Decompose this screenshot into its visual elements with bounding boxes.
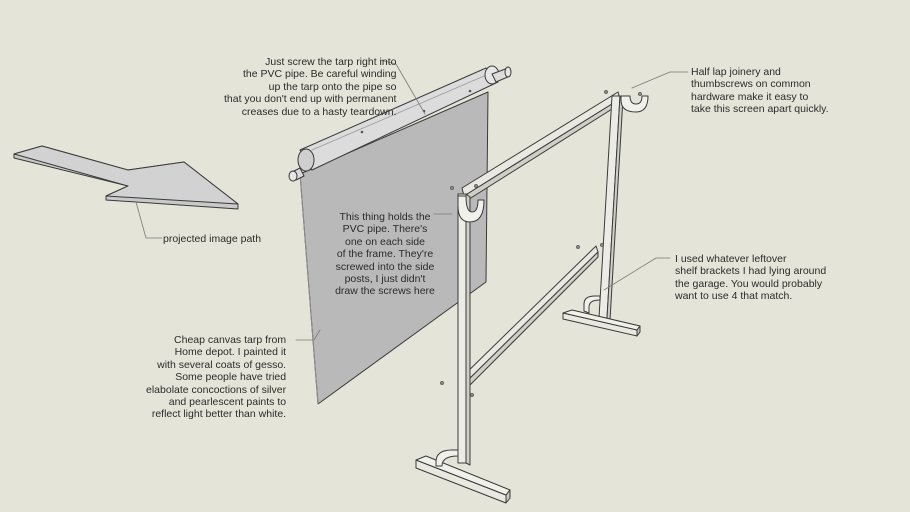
left-post <box>457 193 471 466</box>
pvc-pipe-note-line: Just screw the tarp right into <box>265 56 397 68</box>
tarp-note-line: and pearlescent paints to <box>168 396 287 409</box>
holder-note-line: posts, I just didn't <box>344 273 426 286</box>
right-pipe-holder <box>620 95 649 113</box>
tarp-note: Cheap canvas tarp from Home depot. I pai… <box>146 334 286 421</box>
tarp-note-line: Some people have tried <box>175 371 287 384</box>
left-pipe-holder <box>457 195 485 223</box>
right-shelf-bracket <box>583 295 601 314</box>
leader-lines <box>135 59 689 341</box>
pvc-pipe-note-line: up the tarp onto the pipe so <box>268 80 397 93</box>
tarp-note-line: with several coats of gesso. <box>157 358 287 371</box>
canvas-tarp <box>299 91 489 405</box>
projected-path-label-text: projected image path <box>163 233 262 245</box>
leader-half-lap <box>631 71 689 89</box>
bracket-note: I used whatever leftover shelf brackets … <box>675 253 826 303</box>
projected-image-arrow <box>13 145 239 210</box>
pvc-pipe-note: Just screw the tarp right into the PVC p… <box>224 56 396 118</box>
half-lap-note-line: hardware make it easy to <box>691 90 809 103</box>
bracket-note-line: I used whatever leftover <box>675 253 787 265</box>
leader-bracket <box>603 257 671 291</box>
bracket-note-line: want to use 4 that match. <box>675 290 793 303</box>
tarp-note-line: reflect light better than white. <box>151 408 287 421</box>
holder-note-line: one on each side <box>345 235 425 248</box>
holder-note-line: screwed into the side <box>335 260 435 273</box>
leader-projected-path <box>135 201 163 239</box>
tarp-note-line: elabolate concoctions of silver <box>146 383 287 396</box>
thumbscrews <box>440 90 642 397</box>
bracket-note-line: the garage. You would probably <box>675 277 823 290</box>
holder-note-line: draw the screws here <box>335 285 435 298</box>
half-lap-note-line: take this screen apart quickly. <box>691 103 829 116</box>
pvc-pipe-note-line: that you don't end up with permanent <box>224 93 397 106</box>
pipe-screws <box>360 89 472 134</box>
holder-note-line: of the frame. They're <box>336 248 434 261</box>
bracket-note-line: shelf brackets I had lying around <box>675 265 827 278</box>
pvc-pipe-note-line: creases due to a hasty teardown. <box>241 105 397 118</box>
half-lap-note-line: thumbscrews on common <box>691 78 811 91</box>
right-post <box>598 95 624 321</box>
leader-tarp <box>295 329 321 341</box>
leader-pvc-pipe <box>379 59 426 115</box>
pvc-pipe-roll <box>288 65 512 182</box>
pvc-pipe-note-line: the PVC pipe. Be careful winding <box>242 68 397 81</box>
right-foot <box>562 309 641 337</box>
holder-note-line: PVC pipe. There's <box>342 223 428 236</box>
half-lap-note: Half lap joinery and thumbscrews on comm… <box>691 66 829 116</box>
half-lap-note-line: Half lap joinery and <box>691 66 781 78</box>
holder-note: This thing holds the PVC pipe. There's o… <box>330 211 440 298</box>
tarp-note-line: Home depot. I painted it <box>174 346 287 359</box>
tarp-note-line: Cheap canvas tarp from <box>174 334 287 346</box>
holder-note-line: This thing holds the <box>339 211 431 223</box>
left-shelf-bracket <box>435 449 459 467</box>
projected-path-label: projected image path <box>163 233 261 245</box>
